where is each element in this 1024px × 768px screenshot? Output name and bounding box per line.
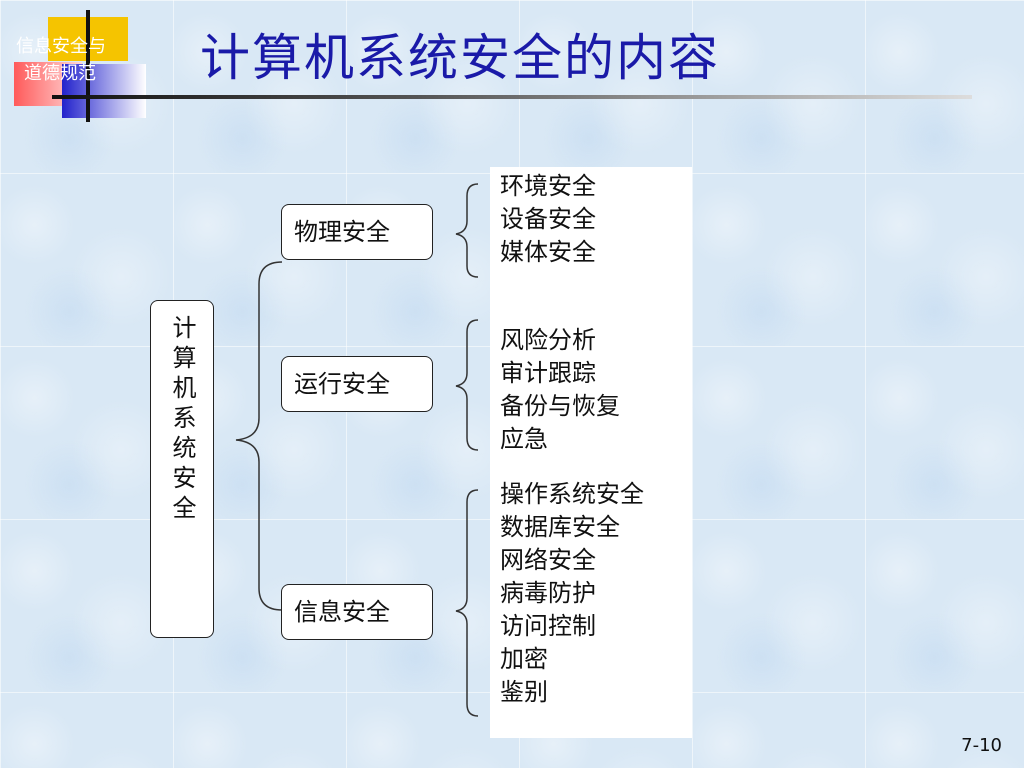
items-physical: 环境安全 设备安全 媒体安全 xyxy=(500,170,596,269)
brace-information xyxy=(455,489,479,717)
slide-title: 计算机系统安全的内容 xyxy=(200,29,720,87)
list-item: 操作系统安全 xyxy=(500,480,644,508)
category-operational: 运行安全 xyxy=(281,356,433,412)
list-item: 访问控制 xyxy=(500,612,596,640)
list-item: 数据库安全 xyxy=(500,513,620,541)
items-panel xyxy=(490,167,692,738)
category-physical: 物理安全 xyxy=(281,204,433,260)
list-item: 审计跟踪 xyxy=(500,359,596,387)
logo-blue-square xyxy=(62,64,146,118)
brace-operational xyxy=(455,319,479,451)
list-item: 媒体安全 xyxy=(500,238,596,266)
list-item: 应急 xyxy=(500,425,548,453)
logo-vertical-line xyxy=(86,10,90,122)
brace-physical xyxy=(455,183,479,278)
items-operational: 风险分析 审计跟踪 备份与恢复 应急 xyxy=(500,324,620,456)
page-number: 7-10 xyxy=(961,735,1002,756)
logo: 信息安全与 道德规范 xyxy=(0,0,972,125)
items-information: 操作系统安全 数据库安全 网络安全 病毒防护 访问控制 加密 鉴别 xyxy=(500,478,644,709)
list-item: 网络安全 xyxy=(500,546,596,574)
list-item: 鉴别 xyxy=(500,678,548,706)
title-underline xyxy=(52,95,972,99)
list-item: 加密 xyxy=(500,645,548,673)
root-brace xyxy=(235,261,283,611)
list-item: 病毒防护 xyxy=(500,579,596,607)
category-information: 信息安全 xyxy=(281,584,433,640)
logo-text-line1: 信息安全与 xyxy=(16,36,106,57)
list-item: 风险分析 xyxy=(500,326,596,354)
logo-text-line2: 道德规范 xyxy=(24,63,96,84)
root-box: 计算机系统安全 xyxy=(150,300,214,638)
list-item: 设备安全 xyxy=(500,205,596,233)
list-item: 环境安全 xyxy=(500,172,596,200)
list-item: 备份与恢复 xyxy=(500,392,620,420)
